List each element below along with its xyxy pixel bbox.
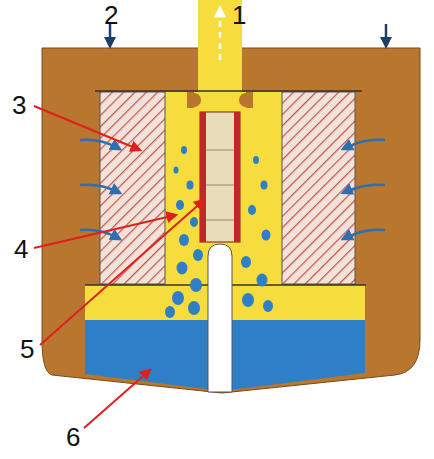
callout-number: 2 [104, 2, 118, 28]
callout-number: 4 [14, 236, 28, 262]
callout-number: 6 [66, 424, 80, 450]
callout-number: 5 [20, 336, 34, 362]
callout-number: 3 [12, 92, 26, 118]
callout-number: 1 [232, 2, 246, 28]
